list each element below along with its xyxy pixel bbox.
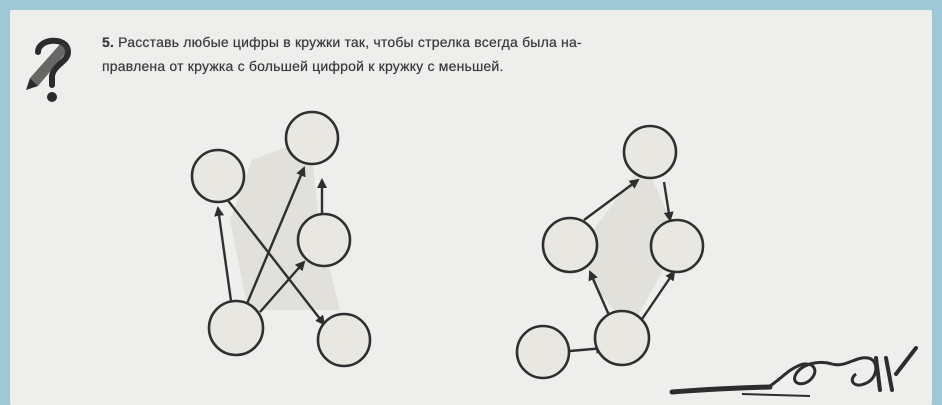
left-edge-top-left-to-bottom-right (225, 197, 326, 326)
right-node-right[interactable] (649, 218, 705, 274)
left-node-bottom-right[interactable] (316, 312, 372, 368)
right-edge-bottom-to-right (639, 270, 676, 323)
right-node-outer[interactable] (515, 324, 571, 380)
task-line-1-text: Расставь любые цифры в кружки так, чтобы… (118, 34, 582, 50)
task-line-2: правлена от кружка с большей цифрой к кр… (102, 58, 504, 74)
right-edge-left-to-top (583, 178, 640, 221)
left-edge-bottom-to-middle-right (259, 260, 306, 313)
left-edge-bottom-to-top-left (214, 206, 234, 309)
right-graph (515, 124, 705, 380)
teacher-signature-icon (669, 346, 918, 397)
right-graph-shading (586, 162, 680, 330)
left-graph-shading (230, 138, 340, 310)
workbook-page: 5. Расставь любые цифры в кружки так, чт… (10, 10, 932, 405)
left-node-top-right[interactable] (284, 110, 340, 166)
right-edge-top-to-right (662, 181, 674, 222)
question-pencil-icon (26, 37, 72, 102)
left-node-middle-right[interactable] (296, 212, 352, 268)
left-node-bottom[interactable] (207, 299, 265, 357)
task-number: 5. (102, 34, 115, 50)
left-graph (190, 110, 372, 368)
left-edge-bottom-to-top-right (244, 166, 306, 307)
task-line-1: 5. Расставь любые цифры в кружки так, чт… (102, 30, 922, 54)
right-node-left[interactable] (541, 216, 599, 274)
task-text: 5. Расставь любые цифры в кружки так, чт… (102, 30, 922, 78)
graph-diagrams (190, 110, 705, 380)
right-node-bottom[interactable] (593, 309, 651, 367)
left-node-top-left[interactable] (190, 148, 246, 204)
right-node-top[interactable] (622, 124, 678, 180)
